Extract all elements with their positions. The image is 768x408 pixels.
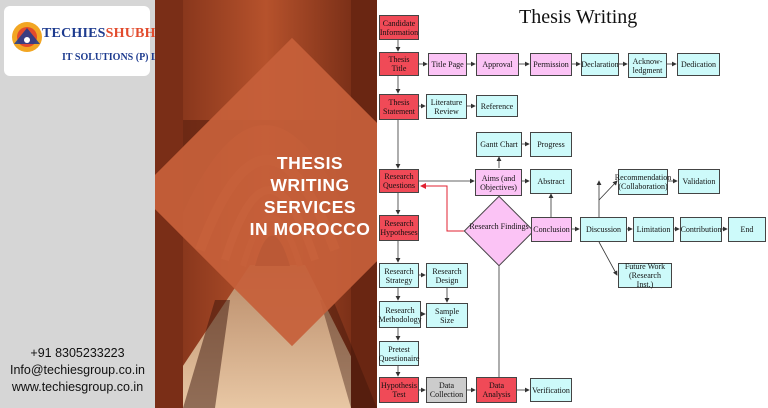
node-validation: Validation bbox=[678, 169, 720, 194]
node-declaration: Declaration bbox=[581, 53, 619, 76]
company-logo[interactable]: TECHIESSHUBH DEEP IT SOLUTIONS (P) Ltd. bbox=[4, 6, 197, 76]
node-pretest-questionnaire: Pretest Questionaire bbox=[379, 341, 419, 366]
node-permission: Permission bbox=[530, 53, 572, 76]
node-aims-objectives: Aims (and Objectives) bbox=[475, 169, 522, 196]
node-progress: Progress bbox=[530, 132, 572, 157]
page-headline: THESIS WRITING SERVICES IN MOROCCO bbox=[215, 152, 377, 240]
node-data-collection: Data Collection bbox=[426, 377, 467, 403]
node-sample-size: Sample Size bbox=[426, 303, 468, 328]
node-recommendation: Recommendation (Collaboration) bbox=[615, 169, 671, 195]
node-research-design: Research Design bbox=[426, 263, 468, 288]
node-research-methodology: Research Methodology bbox=[378, 301, 422, 328]
node-contribution: Contribution bbox=[680, 217, 722, 242]
node-title-page: Title Page bbox=[428, 53, 467, 76]
headline-line2: WRITING bbox=[270, 175, 350, 195]
arches-photo: THESIS WRITING SERVICES IN MOROCCO bbox=[155, 0, 377, 408]
contact-phone[interactable]: +91 8305233223 bbox=[30, 346, 125, 360]
node-research-strategy: Research Strategy bbox=[379, 263, 419, 288]
node-research-hypotheses: Research Hypotheses bbox=[379, 215, 419, 241]
node-acknowledgement: Acknow-ledgment bbox=[628, 53, 667, 78]
headline-line3: SERVICES bbox=[263, 197, 357, 217]
node-dedication: Dedication bbox=[677, 53, 720, 76]
logo-name-part1: TECHIES bbox=[42, 26, 106, 41]
node-limitation: Limitation bbox=[633, 217, 674, 242]
node-thesis-title: Thesis Title bbox=[379, 52, 419, 76]
node-discussion: Discussion bbox=[580, 217, 627, 242]
flowchart-connectors bbox=[395, 40, 728, 393]
node-reference: Reference bbox=[476, 95, 518, 117]
headline-line4: IN MOROCCO bbox=[249, 219, 371, 239]
node-thesis-statement: Thesis Statement bbox=[379, 94, 419, 120]
node-literature-review: Literature Review bbox=[426, 94, 467, 119]
thesis-flowchart: Thesis Writing Candidate Information The… bbox=[377, 0, 768, 408]
node-data-analysis: Data Analysis bbox=[476, 377, 517, 403]
logo-tagline: IT SOLUTIONS (P) Ltd. bbox=[62, 52, 170, 63]
node-research-questions: Research Questions bbox=[379, 169, 419, 193]
node-verification: Verification bbox=[530, 378, 572, 402]
contact-website[interactable]: www.techiesgroup.co.in bbox=[11, 380, 144, 394]
contact-email[interactable]: Info@techiesgroup.co.in bbox=[10, 363, 145, 377]
node-hypothesis-test: Hypothesis Test bbox=[379, 377, 419, 403]
node-abstract: Abstract bbox=[530, 169, 572, 194]
node-candidate-information: Candidate Information bbox=[379, 15, 419, 40]
headline-line1: THESIS bbox=[276, 153, 344, 173]
logo-emblem-icon bbox=[12, 22, 42, 52]
node-end: End bbox=[728, 217, 766, 242]
node-conclusion: Conclusion bbox=[531, 217, 572, 242]
left-panel: TECHIESSHUBH DEEP IT SOLUTIONS (P) Ltd. … bbox=[0, 0, 197, 408]
node-future-work: Future Work (Research Inst.) bbox=[618, 262, 672, 289]
node-research-findings: Research Findings bbox=[469, 222, 529, 231]
node-gantt-chart: Gantt Chart bbox=[476, 132, 522, 157]
node-approval: Approval bbox=[476, 53, 519, 76]
flowchart-title: Thesis Writing bbox=[519, 6, 638, 28]
